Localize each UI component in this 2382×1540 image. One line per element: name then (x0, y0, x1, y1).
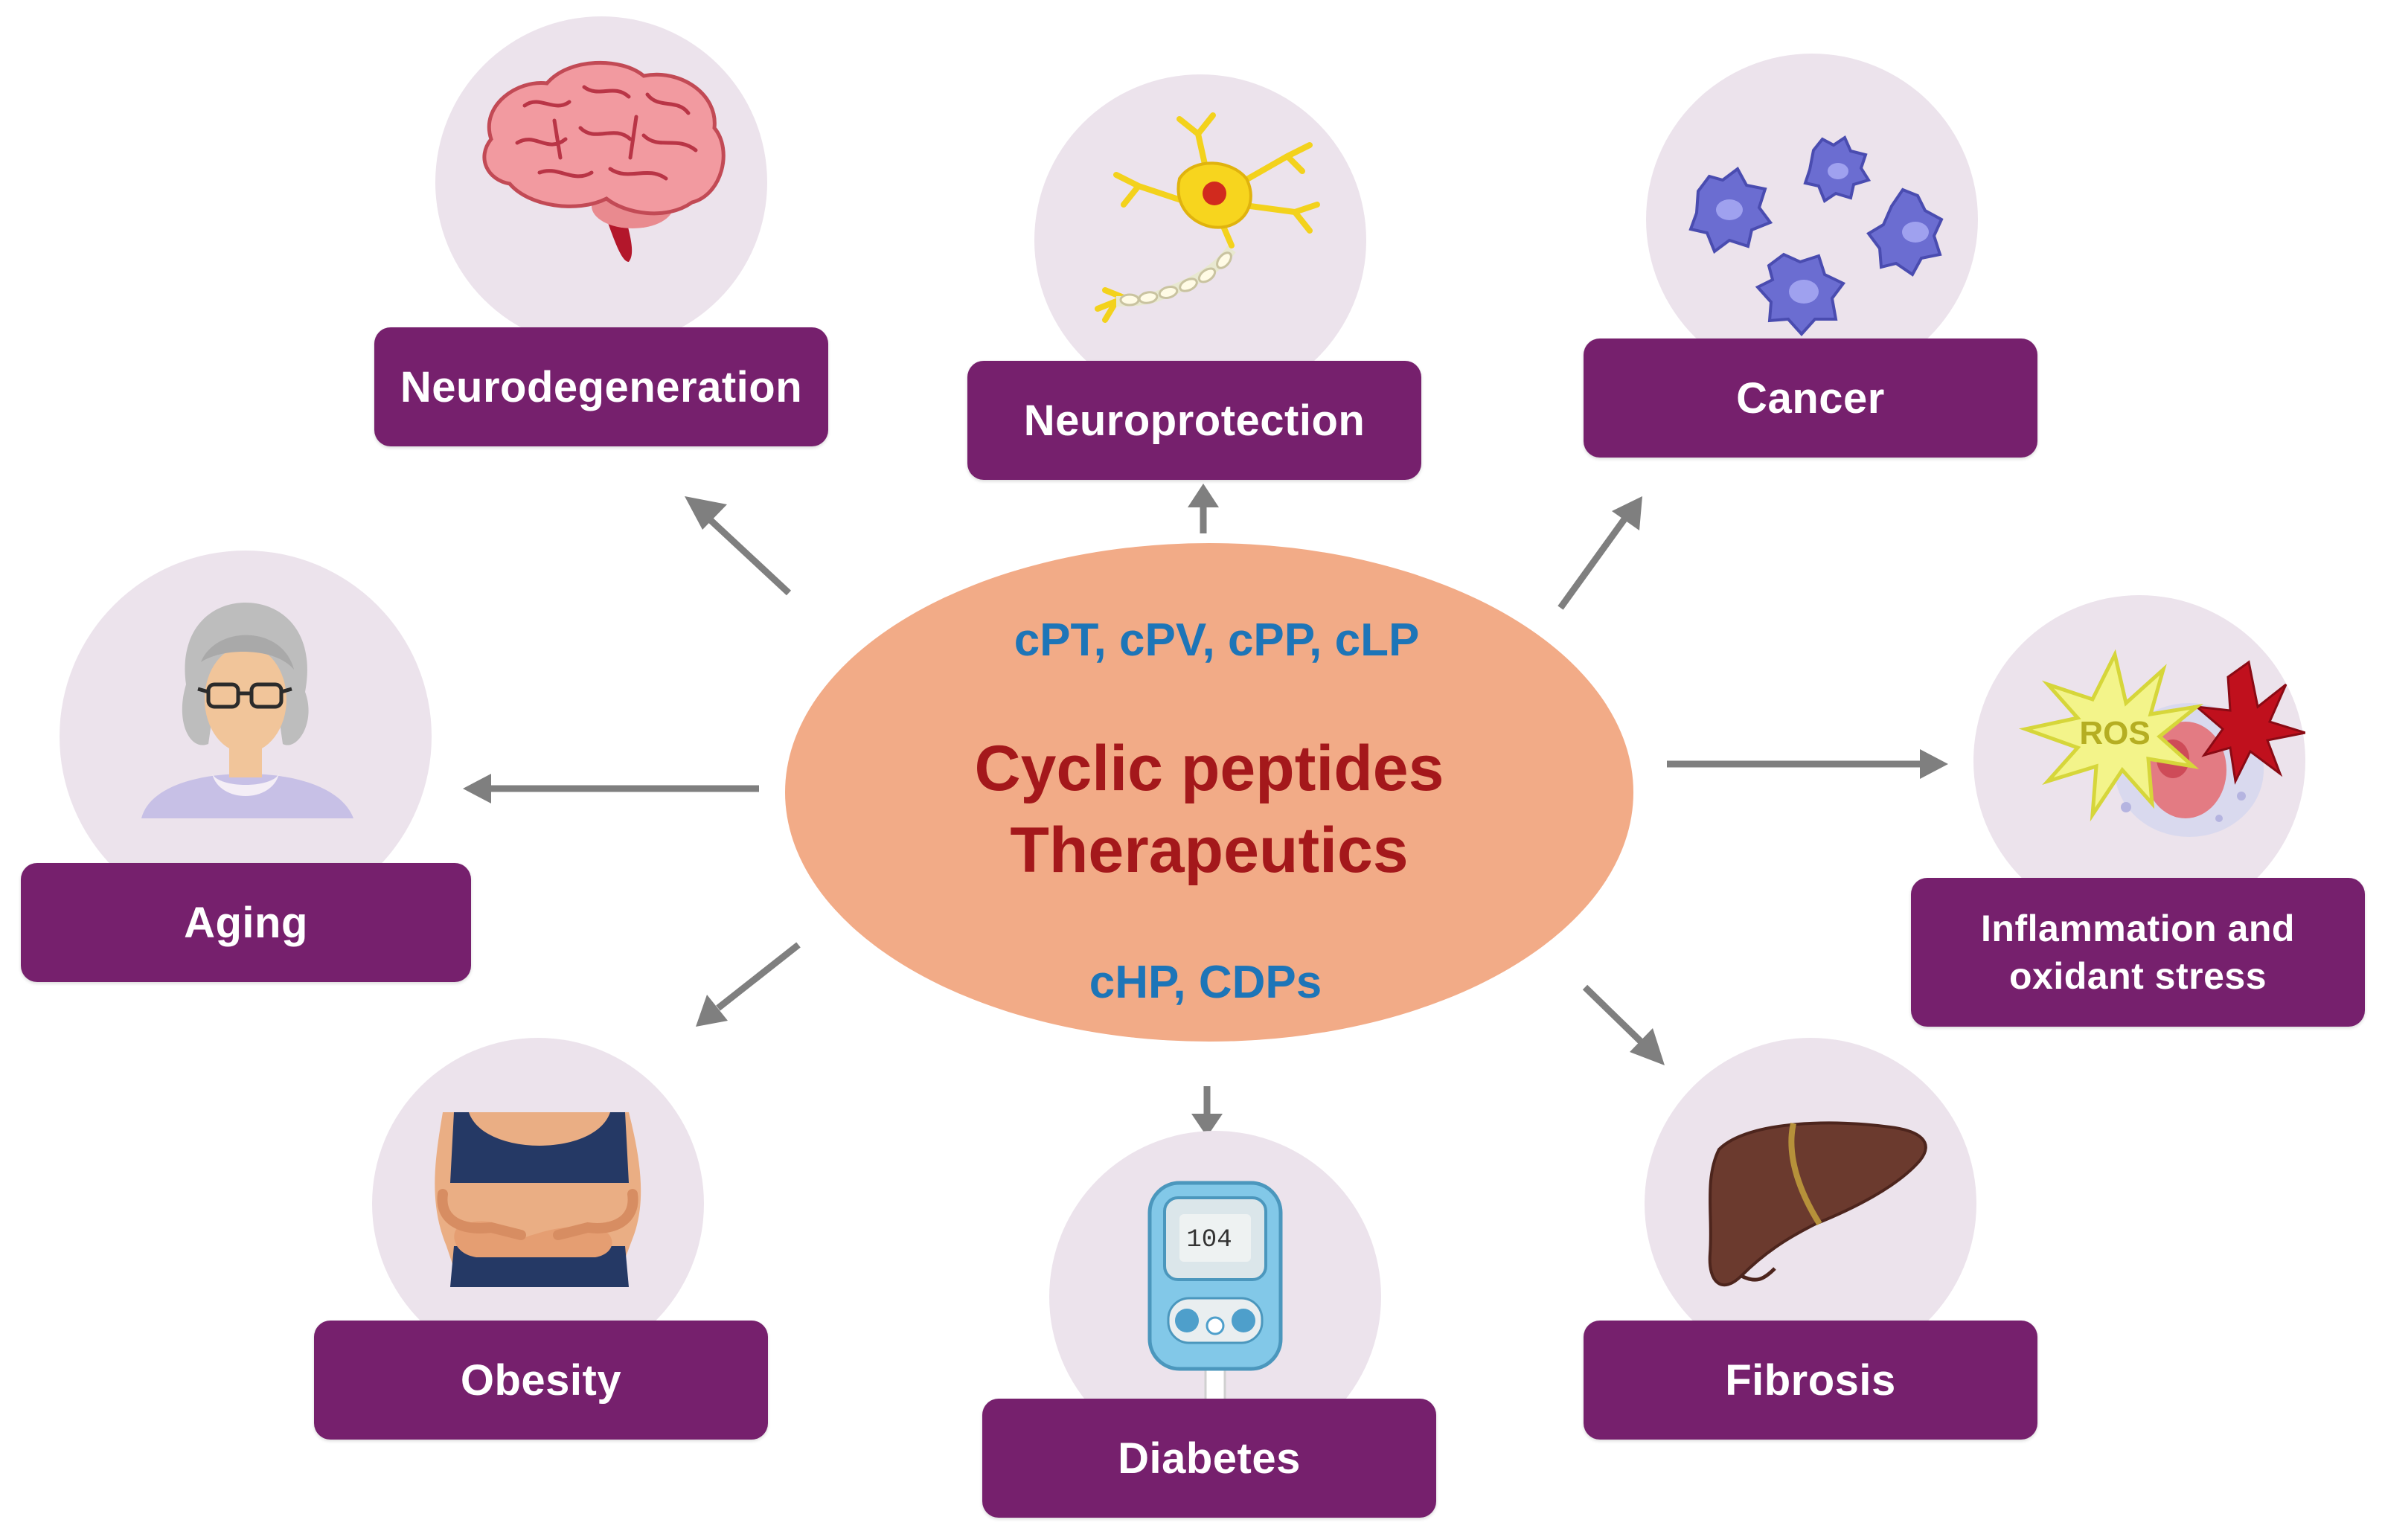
arrow-to-obesity (716, 942, 801, 1011)
liver-icon (1708, 1121, 1927, 1287)
ros-text: ROS (2079, 715, 2150, 751)
label-fibrosis-text: Fibrosis (1725, 1355, 1896, 1405)
arrow-to-cancer (1557, 515, 1629, 610)
arrowhead-obesity (696, 995, 728, 1027)
label-neuroprotection-text: Neuroprotection (1023, 396, 1366, 445)
label-obesity-text: Obesity (460, 1355, 622, 1405)
center-title-line1: Cyclic peptides (974, 733, 1444, 804)
label-cancer: Cancer (1584, 339, 2037, 458)
label-inflammation-line1: Inflammation and (1981, 908, 2295, 949)
glucometer-reading: 104 (1186, 1226, 1232, 1254)
arrow-to-fibrosis (1582, 984, 1644, 1045)
label-fibrosis: Fibrosis (1584, 1321, 2037, 1440)
neuron-icon (1095, 112, 1320, 323)
label-cancer-text: Cancer (1736, 373, 1885, 423)
label-inflammation-line2: oxidant stress (2008, 955, 2267, 997)
obese-torso-icon (435, 1112, 641, 1287)
brain-icon (482, 60, 726, 262)
label-inflammation: Inflammation and oxidant stress (1911, 878, 2365, 1027)
arrowhead-aging (463, 774, 491, 803)
obesity-circle (372, 1038, 704, 1370)
label-neurodegeneration: Neurodegeneration (374, 327, 828, 446)
label-neurodegeneration-text: Neurodegeneration (400, 362, 803, 411)
center-title-line2: Therapeutics (1010, 815, 1409, 886)
arrowhead-fibrosis (1630, 1028, 1665, 1065)
aging-circle (60, 551, 432, 923)
arrow-to-neurodegeneration (700, 510, 792, 596)
label-aging-text: Aging (184, 898, 308, 947)
neuroprotection-circle (1034, 74, 1366, 406)
cancer-circle (1646, 54, 1978, 385)
label-neuroprotection: Neuroprotection (967, 361, 1421, 480)
peptides-bottom-text: cHP, CDPs (1089, 957, 1322, 1008)
center-ellipse (785, 543, 1633, 1042)
arrowhead-inflammation (1920, 749, 1948, 779)
cancer-cells-icon (1688, 135, 1944, 336)
arrowhead-neuroprotection (1188, 484, 1219, 507)
peptides-top-text: cPT, cPV, cPP, cLP (1014, 615, 1420, 666)
elderly-woman-icon (141, 603, 353, 818)
inflammation-circle: ROS (1973, 595, 2305, 927)
glucometer-icon: 104 (1147, 1181, 1283, 1415)
label-diabetes: Diabetes (982, 1399, 1436, 1518)
label-diabetes-text: Diabetes (1118, 1434, 1301, 1483)
arrowhead-diabetes (1191, 1114, 1223, 1137)
label-obesity: Obesity (314, 1321, 768, 1440)
ros-icon: ROS (2018, 649, 2305, 837)
neurodegeneration-circle (435, 16, 767, 348)
arrowhead-neurodegeneration (685, 496, 727, 530)
label-aging: Aging (21, 863, 471, 982)
fibrosis-circle (1645, 1038, 1976, 1370)
arrowhead-cancer (1612, 496, 1642, 530)
